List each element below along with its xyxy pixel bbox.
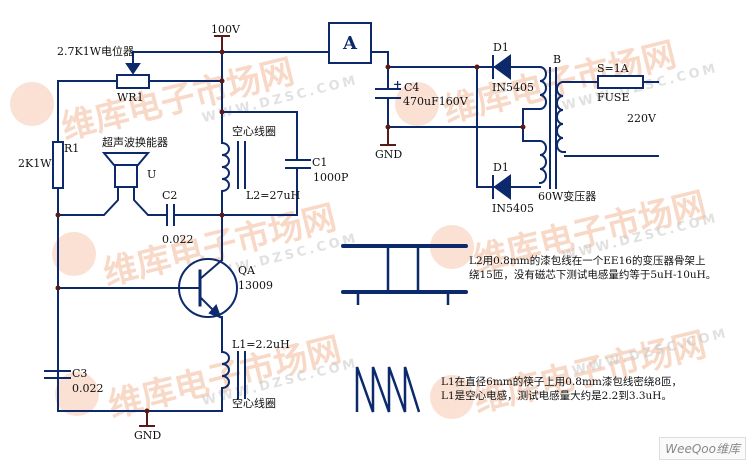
c1-ref: C1: [312, 156, 328, 169]
c4-polarity-mark: +: [393, 78, 402, 91]
junction-node: [474, 64, 480, 70]
junction-node: [520, 124, 526, 130]
junction-node: [385, 64, 391, 70]
junction-node: [55, 285, 61, 291]
l1-coil-sketch: [355, 366, 421, 413]
gnd-label-bottom: GND: [134, 429, 162, 442]
transformer-secondary: [556, 81, 566, 153]
c2-value: 0.022: [162, 233, 194, 246]
note-l2-line2: 绕15匝，没有磁芯下测试电感量约等于5uH-10uH。: [469, 269, 717, 281]
fuse-ref: S=1A: [597, 62, 629, 75]
d1-bottom-ref: D1: [493, 161, 509, 174]
pot-desc: 2.7K1W电位器: [57, 45, 135, 58]
qa-ref: QA: [238, 264, 255, 277]
c4-value: 470uF160V: [403, 95, 468, 108]
note-l2-line1: L2用0.8mm的漆包线在一个EE16的变压器骨架上: [469, 255, 706, 267]
transformer-desc: 60W变压器: [538, 190, 597, 203]
junction-node: [219, 109, 225, 115]
weeqoo-badge: WeeQoo维库: [659, 437, 746, 460]
fuse: [597, 75, 644, 89]
d1-bottom-value: IN5405: [492, 202, 534, 215]
potentiometer-wr1: [116, 74, 150, 89]
junction-node: [219, 78, 225, 84]
wire-transducer-left: [57, 186, 119, 216]
l2-desc: 空心线圈: [232, 125, 276, 138]
c1-value: 1000P: [313, 171, 349, 184]
c3-ref: C3: [72, 367, 88, 380]
r1-ref: R1: [64, 142, 80, 155]
d1-top-ref: D1: [493, 41, 509, 54]
resistor-r1: [52, 141, 64, 189]
r1-value: 2K1W: [18, 157, 52, 170]
l1-ref: L1=2.2uH: [232, 338, 290, 351]
mains-label: 220V: [627, 112, 656, 125]
block-a: A: [328, 22, 372, 64]
diode-d1-bottom: [493, 174, 511, 200]
l2-ref: L2=27uH: [246, 189, 301, 202]
gnd-label-c4: GND: [375, 148, 403, 161]
transducer-desc: 超声波换能器: [102, 136, 168, 149]
inductor-l2: [220, 141, 230, 193]
watermark-logo: [52, 232, 96, 276]
watermark-logo: [430, 375, 474, 419]
transducer-body: [114, 164, 138, 188]
wire-c1-bottom: [221, 167, 298, 216]
c2-ref: C2: [162, 189, 178, 202]
potentiometer-wiper-arrow: [125, 63, 141, 75]
note-l1-line2: L1是空心电感，测试电感量大约是2.2到3.3uH。: [441, 390, 672, 402]
qa-value: 13009: [238, 279, 273, 292]
transformer-ref: B: [553, 53, 562, 66]
wire-transducer-right: [133, 186, 166, 216]
watermark-logo: [10, 82, 54, 126]
junction-node: [385, 124, 391, 130]
transformer-primary-bottom: [522, 126, 547, 185]
watermark-logo: [395, 82, 439, 126]
fuse-desc: FUSE: [597, 91, 630, 104]
junction-node: [219, 49, 225, 55]
transformer-primary-top: [522, 65, 547, 128]
c4-ref: C4: [404, 81, 420, 94]
note-l1: L1在直径6mm的筷子上用0.8mm漆包线密绕8匝， L1是空心电感，测试电感量…: [441, 375, 682, 403]
diode-d1-top: [493, 54, 511, 80]
transducer-ref: U: [147, 168, 157, 181]
d1-top-value: IN5405: [492, 81, 534, 94]
pot-ref: WR1: [117, 91, 144, 104]
transducer-horn: [101, 152, 151, 166]
c3-value: 0.022: [72, 382, 104, 395]
note-l2: L2用0.8mm的漆包线在一个EE16的变压器骨架上 绕15匝，没有磁芯下测试电…: [469, 254, 716, 282]
inductor-l1: [220, 350, 230, 390]
watermark-logo: [55, 372, 99, 416]
transistor-emitter-arrow: [208, 304, 222, 319]
junction-node: [144, 408, 150, 414]
supply-label: 100V: [211, 23, 240, 36]
wire-a-out: [371, 51, 496, 68]
l1-desc: 空心线圈: [232, 397, 276, 410]
junction-node: [219, 212, 225, 218]
transistor-collector: [198, 258, 224, 281]
note-l1-line1: L1在直径6mm的筷子上用0.8mm漆包线密绕8匝，: [441, 376, 683, 388]
junction-node: [55, 212, 61, 218]
